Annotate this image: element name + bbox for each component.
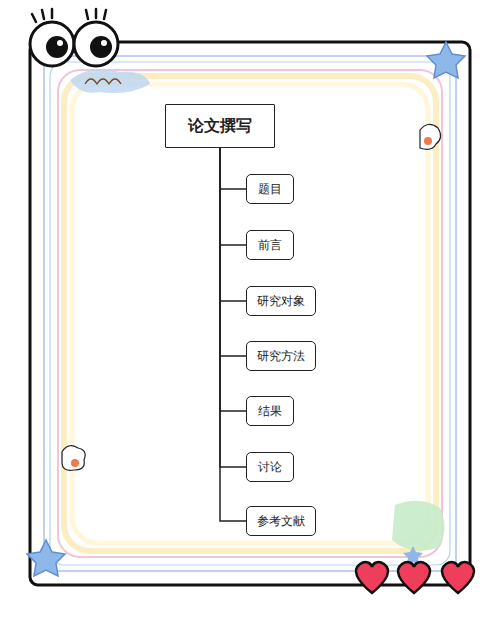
outer-frame (30, 42, 470, 585)
node-label: 讨论 (258, 459, 282, 476)
tree-connector (220, 148, 246, 521)
yellow-band (64, 76, 436, 551)
cloud-faces (62, 124, 441, 470)
pink-band (58, 70, 442, 557)
branch-box: 研究方法 (246, 341, 316, 371)
blue-band (44, 56, 456, 571)
tree-connector (220, 148, 246, 467)
inner-panel (80, 90, 420, 536)
tree-connector (220, 148, 246, 356)
yellow-band (72, 84, 428, 543)
tree-connector (220, 148, 246, 411)
branch-box: 参考文献 (246, 506, 316, 536)
tree-connector (220, 148, 246, 245)
node-label: 研究方法 (257, 348, 305, 365)
node-label: 论文撰写 (188, 116, 252, 137)
branch-box: 结果 (246, 396, 294, 426)
blue-blob (70, 69, 150, 93)
node-label: 参考文献 (257, 513, 305, 530)
branch-box: 题目 (246, 174, 294, 204)
blue-band (50, 62, 450, 565)
squiggle (85, 79, 121, 84)
eyes (30, 9, 118, 66)
hearts (356, 562, 474, 593)
tree-connector (220, 148, 246, 301)
branch-box: 前言 (246, 230, 294, 260)
green-blob (392, 501, 445, 551)
branch-box: 讨论 (246, 452, 294, 482)
node-label: 结果 (258, 403, 282, 420)
node-label: 研究对象 (257, 293, 305, 310)
branch-box: 研究对象 (246, 286, 316, 316)
root-box: 论文撰写 (165, 104, 275, 148)
stars (27, 42, 465, 576)
node-label: 题目 (258, 181, 282, 198)
node-label: 前言 (258, 237, 282, 254)
tree-connector (220, 148, 246, 189)
